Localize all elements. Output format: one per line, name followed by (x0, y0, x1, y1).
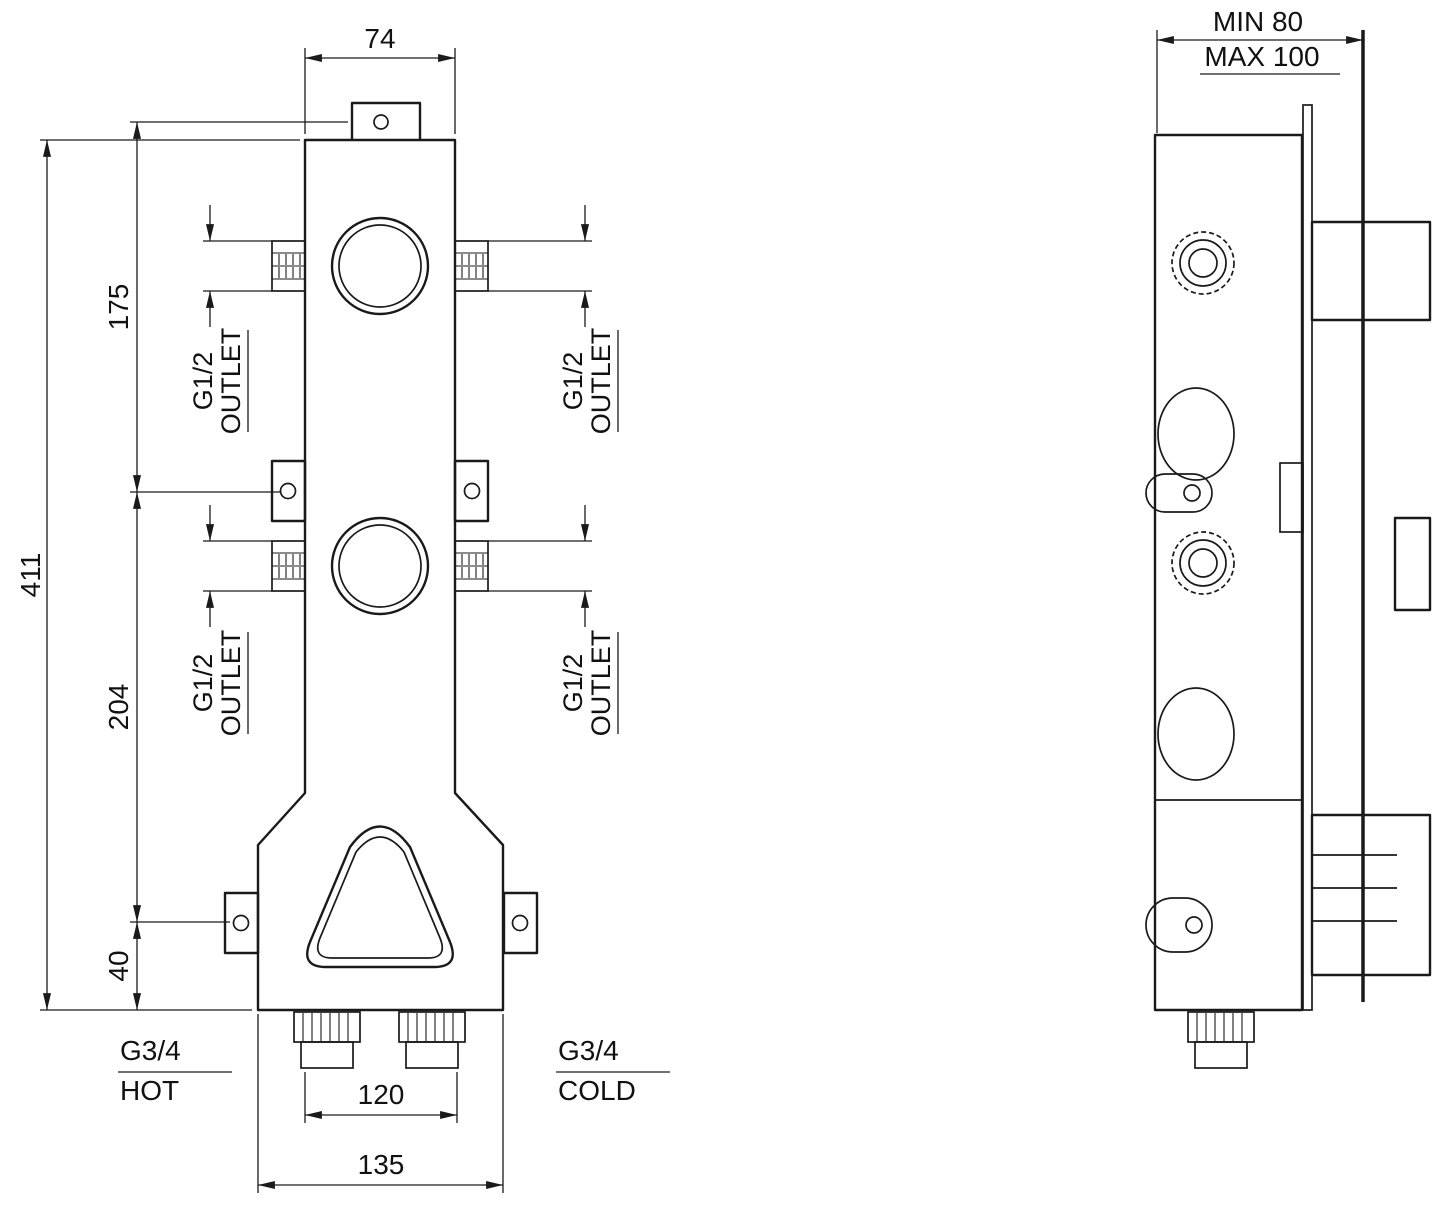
outlet-text-label: OUTLET (216, 630, 246, 737)
hot-inlet-label: G3/4 HOT (118, 1035, 232, 1106)
outlet-fitting-bottom-right (454, 540, 489, 592)
outlet-label-top-right: G1/2 OUTLET (558, 328, 619, 435)
hot-inlet-fitting (293, 1011, 361, 1069)
lower-port-outer (330, 516, 430, 616)
dim-top-width: 74 (304, 23, 456, 134)
side-cartridge-block (1279, 462, 1304, 533)
dim-inlet-spacing: 120 (304, 1072, 458, 1123)
side-upper-fitting-inner (1188, 248, 1218, 278)
dim-depth-max-label: MAX 100 (1204, 41, 1319, 72)
side-middle-tab-hole (1183, 484, 1201, 502)
side-view: MIN 80 MAX 100 (1145, 6, 1432, 1069)
front-body (256, 101, 505, 1012)
side-inlet-fitting (1187, 1011, 1255, 1069)
top-tab-hole (373, 114, 389, 130)
side-upper-fitting-mid (1179, 239, 1227, 287)
cold-inlet-label: G3/4 COLD (556, 1035, 670, 1106)
dim-upper-spacing: 175 (103, 121, 348, 493)
bottom-left-tab-hole (232, 914, 250, 932)
outlet-label-bottom-left: G1/2 OUTLET (188, 630, 249, 737)
dim-outlet-top-left (203, 205, 272, 327)
bottom-right-tab (502, 891, 539, 955)
dim-total-height-label: 411 (15, 553, 46, 598)
side-body (1145, 30, 1432, 1069)
cold-inlet-fitting (398, 1011, 466, 1069)
side-bottom-control-box (1310, 813, 1432, 977)
dim-bottom-offset: 40 (103, 922, 142, 1010)
outlet-text-label: OUTLET (586, 630, 616, 737)
upper-port-inner (338, 224, 422, 308)
middle-left-tab (270, 459, 307, 523)
side-front-plate (1302, 104, 1313, 1011)
dim-wall-depth: MIN 80 MAX 100 (1156, 6, 1363, 133)
dim-lower-spacing: 204 (103, 492, 230, 923)
outlet-fitting-bottom-left (271, 540, 306, 592)
side-lower-fitting-inner (1188, 548, 1218, 578)
outlet-text-label: OUTLET (586, 328, 616, 435)
upper-port-outer (330, 216, 430, 316)
front-inlet-fittings (293, 1011, 466, 1069)
outlet-fitting-top-right (454, 240, 489, 292)
side-body-outline (1153, 133, 1304, 1012)
side-middle-knob (1393, 516, 1432, 612)
middle-right-tab-hole (463, 482, 481, 500)
base-opening-outer (306, 825, 454, 969)
dim-depth-min-label: MIN 80 (1213, 6, 1303, 37)
outlet-label-top-left: G1/2 OUTLET (188, 328, 249, 435)
outlet-size-label: G1/2 (188, 654, 218, 713)
side-lower-fitting-outer (1171, 531, 1235, 595)
middle-left-tab-hole (279, 482, 297, 500)
side-lower-fitting-mid (1179, 539, 1227, 587)
outlet-size-label: G1/2 (188, 352, 218, 411)
outlet-size-label: G1/2 (558, 352, 588, 411)
dim-inlet-spacing-label: 120 (358, 1079, 405, 1110)
dim-bottom-offset-label: 40 (103, 950, 134, 981)
dim-base-width: 135 (257, 1014, 504, 1193)
valve-body-outline (256, 138, 505, 1012)
side-lower-slot (1157, 687, 1235, 781)
top-mounting-tab (350, 101, 422, 142)
hot-size-label: G3/4 (120, 1035, 181, 1066)
dim-outlet-top-right (488, 205, 592, 327)
bottom-left-tab (223, 891, 260, 955)
hot-text-label: HOT (120, 1075, 179, 1106)
side-upper-fitting-outer (1171, 231, 1235, 295)
side-bottom-tab (1145, 897, 1213, 953)
front-view: 74 411 175 204 40 (15, 23, 670, 1193)
dim-base-width-label: 135 (358, 1149, 405, 1180)
dim-top-width-label: 74 (364, 23, 395, 54)
outlet-size-label: G1/2 (558, 654, 588, 713)
front-mounting-tabs (223, 459, 539, 955)
outlet-label-bottom-right: G1/2 OUTLET (558, 630, 619, 737)
side-top-control-box (1310, 220, 1432, 322)
dim-upper-spacing-label: 175 (103, 284, 134, 331)
side-middle-tab (1145, 473, 1213, 513)
dim-outlet-bottom-right (488, 505, 592, 627)
middle-right-tab (453, 459, 490, 523)
side-bottom-tab-hole (1185, 916, 1203, 934)
base-opening-inner (316, 836, 444, 959)
outlet-fitting-top-left (271, 240, 306, 292)
dim-lower-spacing-label: 204 (103, 684, 134, 731)
cold-text-label: COLD (558, 1075, 636, 1106)
lower-port-inner (338, 524, 422, 608)
dim-outlet-bottom-left (203, 505, 272, 627)
front-dimensions: 74 411 175 204 40 (15, 23, 670, 1193)
dim-total-height: 411 (15, 139, 300, 1011)
outlet-text-label: OUTLET (216, 328, 246, 435)
bottom-right-tab-hole (511, 914, 529, 932)
cold-size-label: G3/4 (558, 1035, 619, 1066)
side-upper-slot (1157, 387, 1235, 481)
